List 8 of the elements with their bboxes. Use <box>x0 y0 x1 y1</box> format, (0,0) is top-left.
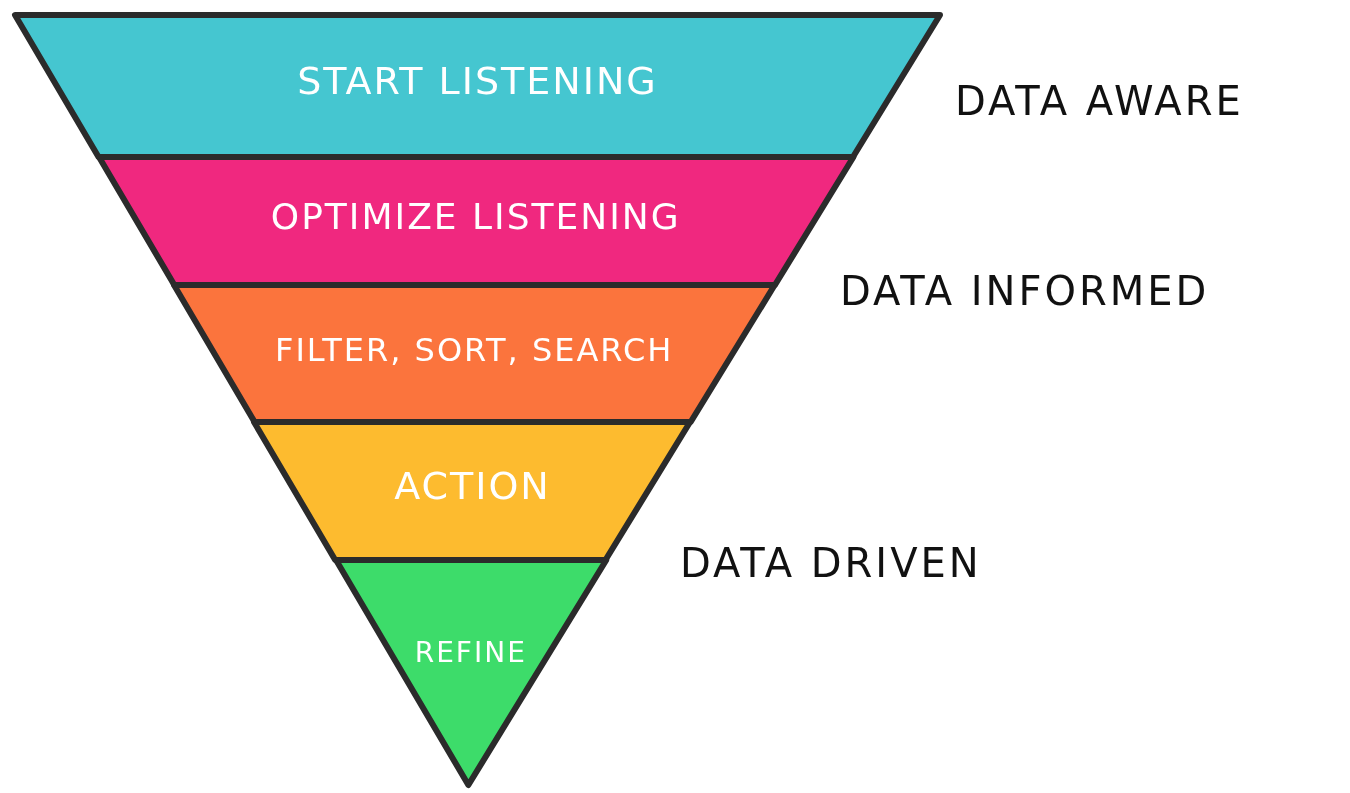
stage-label: DATA INFORMED <box>840 268 1210 314</box>
band-label: START LISTENING <box>297 59 658 104</box>
stage-label: DATA DRIVEN <box>680 540 982 586</box>
stage-label: DATA AWARE <box>955 78 1244 124</box>
band-label: ACTION <box>394 464 551 509</box>
band-label: OPTIMIZE LISTENING <box>270 195 681 237</box>
band-label: REFINE <box>414 636 527 669</box>
band-label: FILTER, SORT, SEARCH <box>274 331 674 370</box>
